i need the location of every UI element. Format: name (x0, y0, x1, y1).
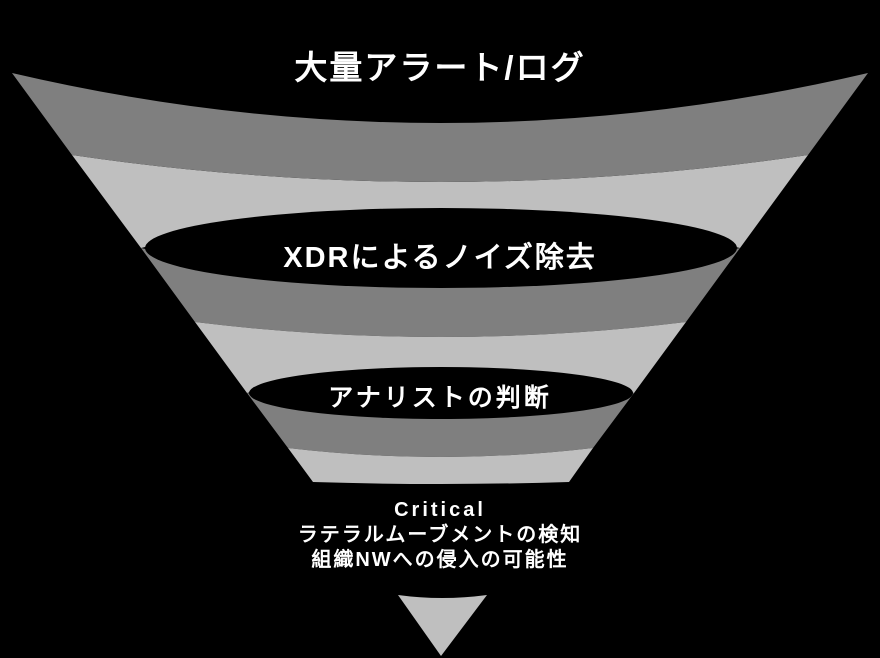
funnel-band-dark-1 (12, 73, 868, 182)
stage-ellipse-xdr (145, 208, 737, 288)
stage-ellipse-analyst (249, 367, 633, 419)
funnel-tip-triangle (398, 595, 487, 656)
funnel-band-light-1 (72, 155, 808, 248)
funnel-band-light-3 (288, 448, 593, 484)
funnel-band-dark-3 (247, 393, 634, 457)
funnel-band-dark-2 (141, 248, 740, 337)
